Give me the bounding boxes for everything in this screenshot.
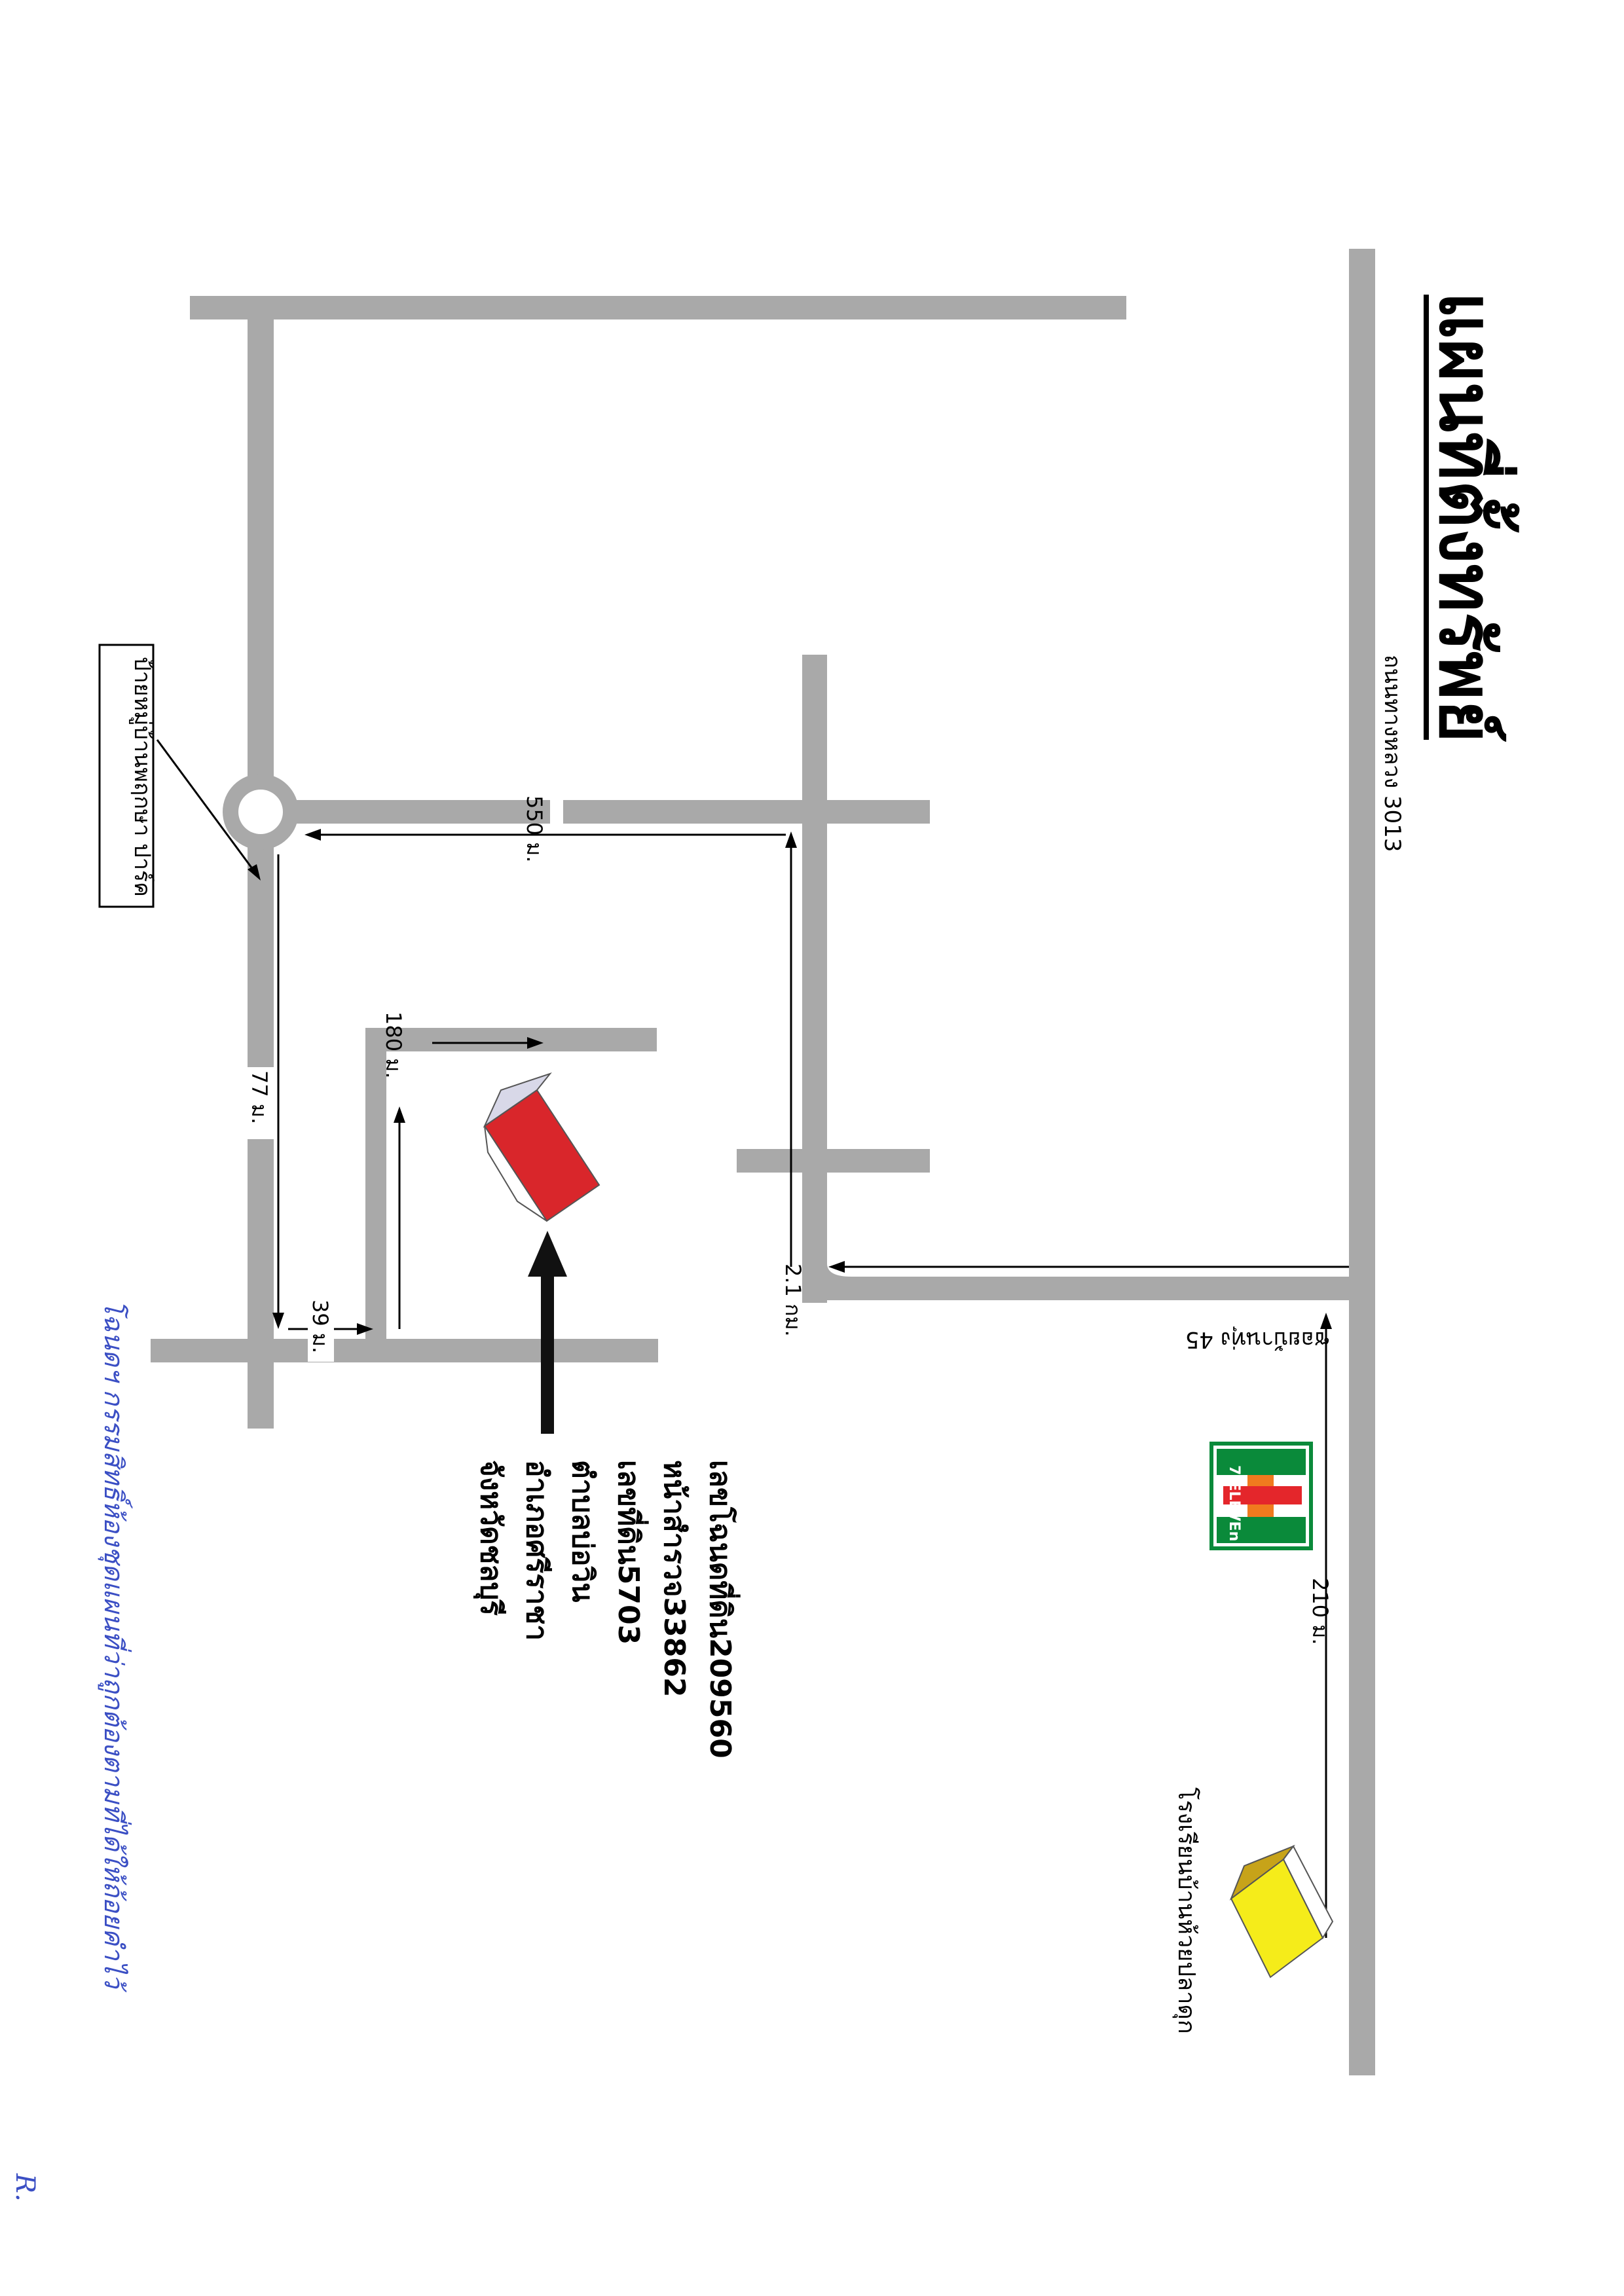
handwritten-note: โฉนดฯ กรรมสิทธิ์ห้องชุดแผนที่ว่าถูกต้องต… — [98, 1300, 133, 1992]
property-roof — [483, 1072, 552, 1128]
store-logo-green-top — [1217, 1449, 1306, 1475]
highway-label: ถนนทางหลวง 3013 — [1379, 655, 1405, 852]
arrow-2-1km-head-h — [828, 1261, 845, 1273]
road-highway — [1349, 249, 1375, 2075]
sign-text: ป้ายหมู่บ้านพฤกษา ปาร์ค — [129, 657, 155, 897]
seven-eleven-logo: 7-ELEVEn — [1209, 1442, 1313, 1550]
road-soi-horizontal — [827, 1277, 1362, 1300]
road-left-vertical — [248, 296, 274, 1429]
arrow-2-1km-head-v — [785, 831, 797, 848]
distance-77m: 77 ม. — [247, 1070, 272, 1124]
property-info: เลขโฉนดที่ดิน209560 หน้าสำรวจ33862 เลขที… — [473, 1460, 741, 1758]
arrow-180m-head-h — [527, 1037, 544, 1049]
sign-box — [98, 644, 155, 908]
school-side — [1282, 1845, 1334, 1940]
store-logo-red — [1223, 1486, 1302, 1504]
arrow-39m-head — [357, 1323, 373, 1335]
property-pointer-head — [528, 1231, 567, 1277]
road-network — [151, 249, 1375, 2075]
distance-550m: 550 ม. — [522, 795, 547, 863]
distance-39m: 39 ม. — [308, 1300, 333, 1353]
road-top — [190, 296, 1126, 319]
roundabout-sign: ป้ายหมู่บ้านพฤกษา ปาร์ค — [98, 644, 155, 908]
road-soi-vertical — [802, 655, 827, 1303]
map-title: แผนที่ตั้งทรัพย์ — [1423, 291, 1520, 742]
sign-pointer-line — [156, 739, 260, 878]
store-logo-green-bottom — [1217, 1517, 1306, 1543]
sign-pointer-head — [248, 864, 261, 881]
road-access-vertical — [365, 1028, 386, 1355]
property-building-icon — [483, 1072, 600, 1222]
arrow-180m-head — [394, 1106, 405, 1123]
road-roundabout-east-a — [288, 800, 550, 824]
property-survey-page: หน้าสำรวจ33862 — [657, 1460, 691, 1698]
school-building-icon — [1229, 1844, 1334, 1978]
road-access-horizontal — [365, 1028, 657, 1051]
distance-2-1km: 2.1 กม. — [781, 1264, 805, 1337]
store-logo-text: 7-ELEVEn — [1226, 1465, 1242, 1541]
property-province: จังหวัดชลบุรี — [473, 1460, 507, 1616]
property-side — [484, 1125, 547, 1222]
soi-label: ซอยบ้านทุ่ง 45 — [1185, 1326, 1329, 1353]
property-subdistrict: ตำบลบ่อวิน — [566, 1460, 599, 1602]
property-deed-no: เลขโฉนดที่ดิน209560 — [703, 1460, 741, 1758]
property-district: อำเภอศรีราชา — [520, 1460, 553, 1641]
property-pointer-shaft — [541, 1264, 554, 1434]
arrow-210m-head — [1320, 1313, 1332, 1329]
property-land-no: เลขที่ดิน5703 — [612, 1460, 649, 1645]
arrow-77m-head — [272, 1313, 284, 1329]
school-label: โรงเรียนบ้านห้วยปลาดุก — [1172, 1787, 1200, 2034]
road-bottom — [151, 1339, 658, 1362]
distance-210m: 210 ม. — [1308, 1578, 1333, 1645]
distance-77m-bg — [248, 1067, 274, 1139]
distance-180m: 180 ม. — [381, 1011, 406, 1079]
route-arrows — [156, 739, 1349, 1938]
road-roundabout-east-b — [563, 800, 930, 824]
road-branch — [737, 1149, 930, 1173]
roundabout-island — [238, 790, 283, 834]
distance-39m-bg — [308, 1296, 334, 1362]
arrow-550m-head — [304, 829, 321, 841]
map-title-group: แผนที่ตั้งทรัพย์ — [1423, 291, 1520, 742]
handwritten-initial: R. — [10, 2173, 40, 2202]
